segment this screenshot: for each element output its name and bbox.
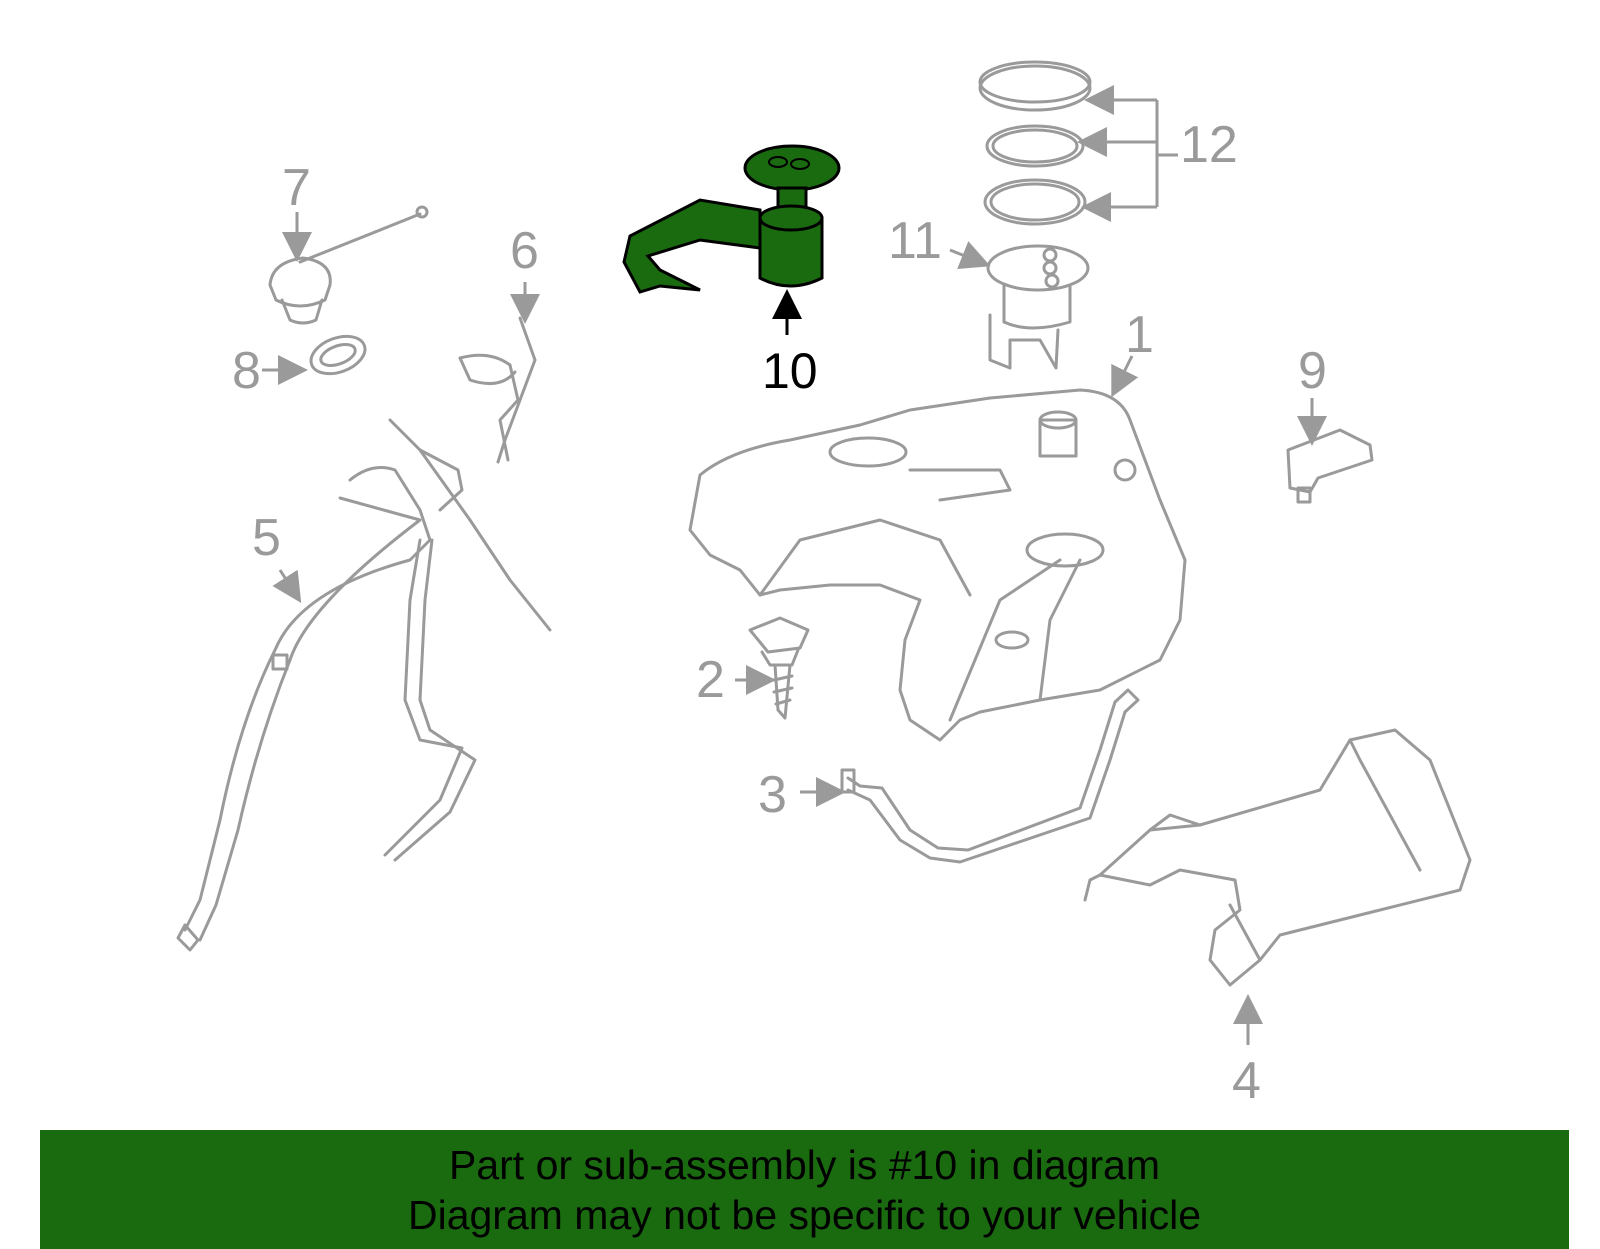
callout-6: 6 xyxy=(510,222,539,280)
info-banner: Part or sub-assembly is #10 in diagram D… xyxy=(40,1130,1569,1249)
banner-line-1: Part or sub-assembly is #10 in diagram xyxy=(449,1142,1160,1188)
callout-8: 8 xyxy=(232,342,261,400)
callout-4: 4 xyxy=(1232,1052,1261,1110)
callout-12: 12 xyxy=(1180,116,1238,174)
callout-10: 10 xyxy=(762,343,818,399)
banner-line-2: Diagram may not be specific to your vehi… xyxy=(407,1192,1201,1238)
part-3-strap xyxy=(840,688,1140,864)
leader-12 xyxy=(1077,85,1178,222)
part-12-seal-rings xyxy=(978,60,1092,226)
part-5-filler-neck xyxy=(176,418,552,952)
part-4-heat-shield xyxy=(1083,728,1472,987)
callout-5: 5 xyxy=(252,509,281,567)
parts-diagram: 12 10 11 7 8 xyxy=(176,60,1472,1110)
callout-7: 7 xyxy=(282,159,311,217)
callout-11: 11 xyxy=(888,212,942,270)
leader-11 xyxy=(949,241,991,270)
part-2-mount xyxy=(748,616,810,720)
part-9-sensor xyxy=(1286,428,1374,504)
part-6-bracket xyxy=(458,316,537,464)
part-11-sender xyxy=(986,244,1090,370)
part-10-fuel-sender xyxy=(622,144,841,294)
callout-3: 3 xyxy=(758,766,787,824)
callout-1: 1 xyxy=(1125,306,1154,364)
leader-1 xyxy=(1111,355,1139,398)
callout-2: 2 xyxy=(696,651,725,709)
part-8-gasket xyxy=(309,334,367,376)
part-7-fuel-cap xyxy=(268,205,429,325)
callout-9: 9 xyxy=(1298,342,1327,400)
leader-5 xyxy=(272,569,302,604)
part-1-fuel-tank xyxy=(688,388,1187,742)
